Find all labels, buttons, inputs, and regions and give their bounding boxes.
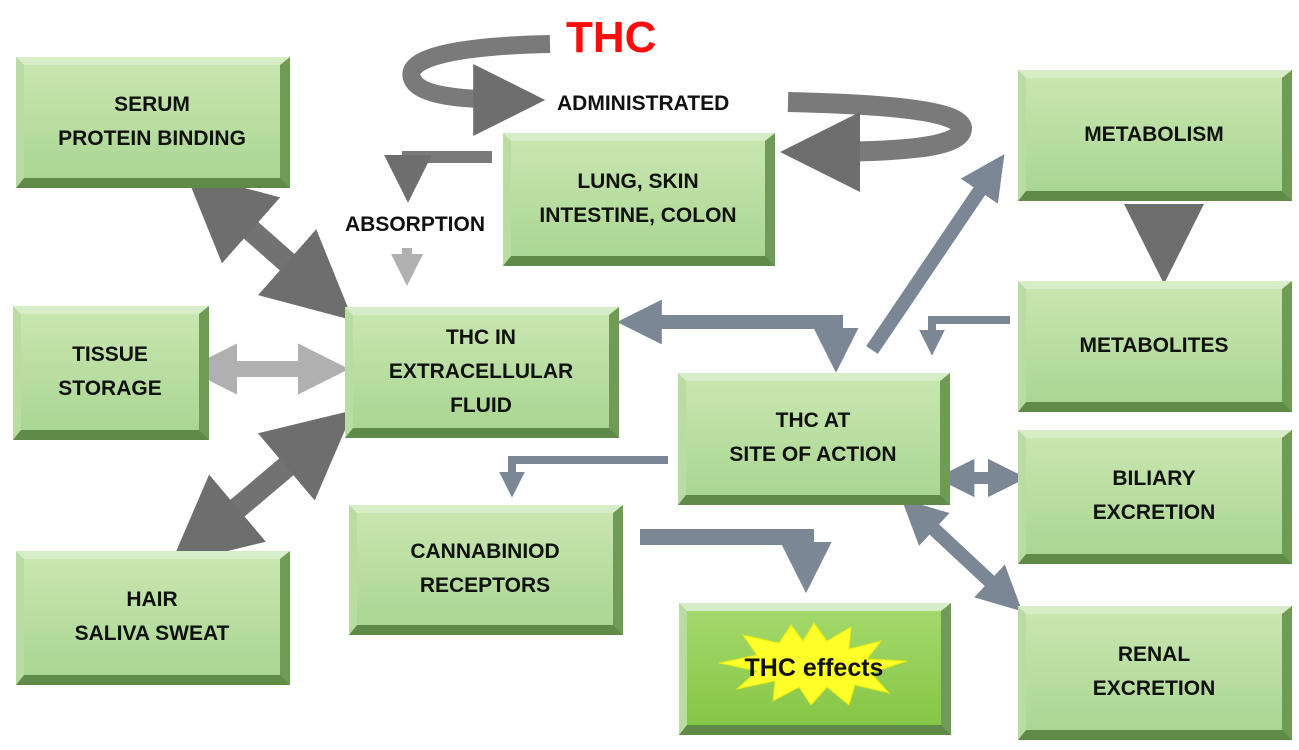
site-to-receptors-elbow-arrow <box>499 456 668 498</box>
box-label: METABOLITES <box>1079 333 1229 357</box>
site-renal-double-arrow <box>901 498 1023 612</box>
diagram-title: THC <box>566 13 657 62</box>
metabolites-box: METABOLITES <box>1018 281 1292 412</box>
thc-effects-label: THC effects <box>744 653 884 682</box>
hair-extracellular-double-arrow <box>170 410 354 565</box>
extracellular-site-elbow-arrow <box>617 299 859 373</box>
metabolism-box: METABOLISM <box>1018 70 1292 201</box>
box-label: METABOLISM <box>1084 122 1224 146</box>
administrated-label: ADMINISTRATED <box>554 90 733 118</box>
administration-curve-left <box>402 35 551 136</box>
metabolites-to-site-elbow-arrow <box>919 316 1010 356</box>
receptors-to-effects-arrow <box>640 529 832 594</box>
absorption-elbow-arrow <box>384 151 492 203</box>
thc-effects-box: THC effects <box>679 603 951 735</box>
administration-curve-right <box>779 92 973 192</box>
serum-extracellular-double-arrow <box>185 172 354 321</box>
site-to-metabolism-arrow <box>866 154 1005 354</box>
absorption-label: ABSORPTION <box>342 211 489 239</box>
starburst-icon <box>718 622 908 706</box>
